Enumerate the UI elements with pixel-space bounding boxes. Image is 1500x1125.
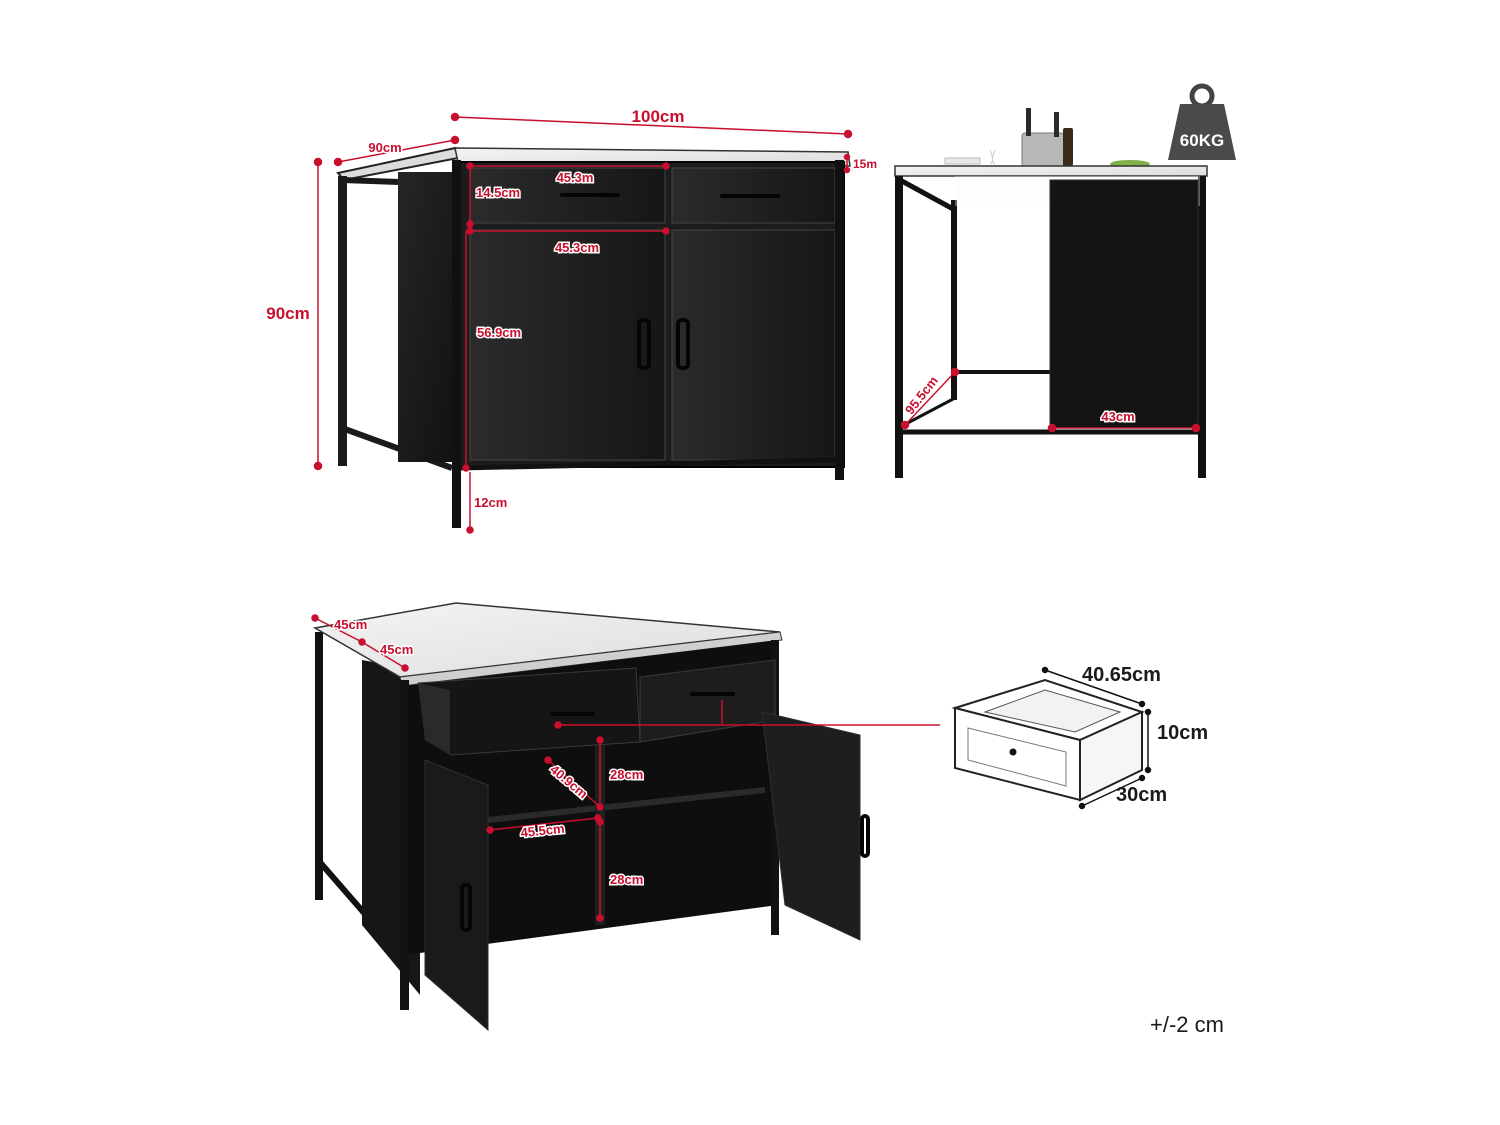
drawer-detail-width-label: 40.65cm <box>1082 664 1161 686</box>
front-view-depth-label: 90cm <box>368 140 401 155</box>
drawer-detail-height-label: 10cm <box>1157 722 1208 744</box>
side-view: 60KG <box>894 83 1236 478</box>
front-view <box>336 146 851 528</box>
front-view-back-leg <box>338 176 347 466</box>
front-view-leg-right <box>835 160 844 480</box>
side-view-top <box>894 165 1208 177</box>
open-view-top-depth-b-label: 45cm <box>380 642 413 657</box>
front-view-width-label: 100cm <box>632 107 685 126</box>
front-view-height-label: 90cm <box>266 304 309 323</box>
front-view-drawer-height-label: 14.5cm <box>476 185 520 200</box>
open-view-drawer-left <box>417 667 641 756</box>
front-view-door-left <box>469 229 666 461</box>
drawer-detail <box>951 678 1145 802</box>
drawer-detail-depth-label: 30cm <box>1116 784 1167 806</box>
front-view-leg-left <box>452 160 461 528</box>
tolerance-note: +/-2 cm <box>1150 1012 1224 1037</box>
weight-capacity-label: 60KG <box>1180 131 1224 150</box>
open-view <box>312 602 870 1032</box>
side-view-cabinet-panel <box>1050 180 1198 428</box>
front-view-door-width-label: 45.3cm <box>555 240 599 255</box>
open-view-top-depth-a-label: 45cm <box>334 617 367 632</box>
open-view-dimensions <box>311 614 940 922</box>
open-view-upper-compartment-label: 28cm <box>610 767 643 782</box>
drawer-detail-dimensions <box>1041 666 1152 810</box>
open-view-door-left <box>424 759 489 1032</box>
front-view-drawer-width-label: 45.3m <box>557 170 594 185</box>
side-view-cabinet-depth-label: 43cm <box>1101 409 1134 424</box>
open-view-shelf-width-label: 45.5cm <box>520 821 565 841</box>
side-view-dimensions <box>900 367 1201 433</box>
drawer-knob-icon <box>1009 748 1017 756</box>
open-view-door-right <box>761 711 861 941</box>
front-view-door-right <box>671 229 836 461</box>
front-view-side-panel <box>398 172 456 462</box>
drawer-detail-front-inset <box>967 727 1067 787</box>
front-view-dimensions <box>313 112 853 534</box>
front-view-door-height-label: 56.9cm <box>477 325 521 340</box>
weight-icon: 60KG <box>1168 83 1236 160</box>
front-view-top-thickness-label: 15m <box>853 157 877 171</box>
front-view-leg-height-label: 12cm <box>474 495 507 510</box>
side-view-diagonal-label: 95.5cm <box>902 373 941 417</box>
open-view-lower-compartment-label: 28cm <box>610 872 643 887</box>
